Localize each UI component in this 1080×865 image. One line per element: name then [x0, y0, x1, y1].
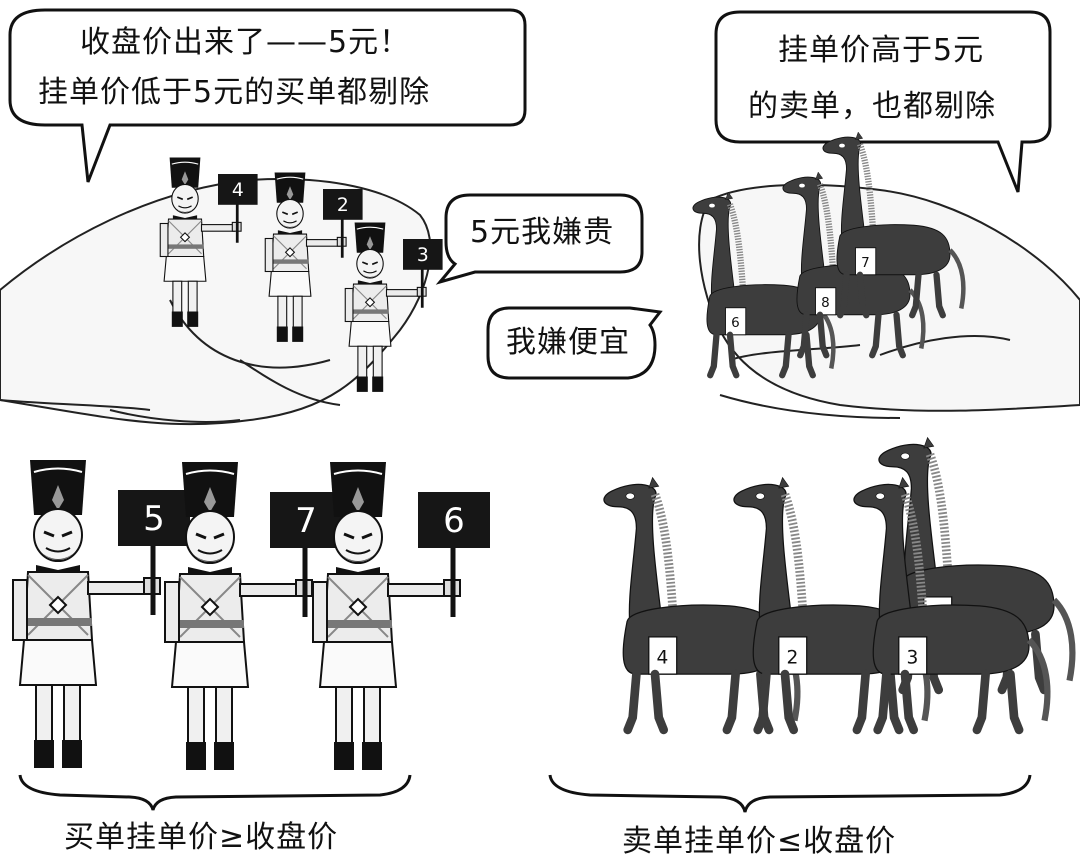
bubble-horse-speech: [486, 306, 663, 380]
bib-price-label: 6: [731, 315, 740, 331]
price-sign: [418, 492, 490, 548]
kept-buy-orders: 5 7 6: [12, 460, 490, 770]
removed-sell-orders: 6 8 7: [692, 131, 966, 379]
bubble-right-top-line1: 挂单价高于5元: [778, 33, 985, 68]
removed-soldier: 4: [159, 157, 258, 327]
bib: [778, 636, 808, 675]
price-sign: [270, 492, 342, 548]
soldier-speech-text: 5元我嫌贵: [470, 215, 615, 250]
sign-price-label: 6: [443, 501, 465, 541]
kept-sell-orders: 5423: [603, 436, 1076, 735]
sign-price-label: 3: [417, 245, 429, 266]
kept-horse: 3: [853, 476, 1051, 735]
bib: [855, 247, 877, 276]
bubble-left-top-line1: 收盘价出来了——5元！: [80, 25, 411, 60]
sign-price-label: 5: [143, 499, 165, 539]
kept-soldier: 5: [12, 460, 190, 768]
bib-price-label: 4: [657, 648, 669, 669]
removed-soldier: 3: [344, 222, 443, 392]
sign-price-label: 2: [337, 195, 349, 216]
price-sign: [118, 490, 190, 546]
bib: [898, 636, 928, 675]
sign-price-label: 7: [295, 501, 317, 541]
bubble-right-top-line2: 的卖单，也都剔除: [748, 89, 996, 124]
price-sign: [218, 174, 258, 205]
removed-horse: 8: [782, 171, 926, 359]
price-sign: [403, 239, 443, 270]
bubble-right-top: [714, 10, 1052, 193]
removed-horse: 7: [822, 131, 966, 319]
bib-price-label: 7: [861, 255, 870, 271]
brace-right: [548, 774, 1032, 813]
horse-speech-text: 我嫌便宜: [506, 325, 630, 360]
bubble-left-top: [8, 8, 527, 183]
caption-buy-rule: 买单挂单价≥收盘价: [64, 820, 339, 855]
bib: [648, 636, 678, 675]
kept-soldier: 6: [312, 462, 490, 770]
removed-soldier: 2: [264, 172, 363, 342]
kept-soldier: 7: [164, 462, 342, 770]
sign-price-label: 4: [232, 180, 244, 201]
kept-horse: 2: [733, 476, 931, 735]
bubble-soldier-speech: [435, 193, 644, 285]
bib-price-label: 2: [787, 648, 799, 669]
price-sign: [323, 189, 363, 220]
bib-price-label: 8: [821, 295, 830, 311]
bib: [725, 307, 747, 336]
removed-buy-orders: 4 2 3: [159, 157, 443, 392]
bib: [815, 287, 837, 316]
bubble-left-top-line2: 挂单价低于5元的买单都剔除: [38, 75, 431, 110]
removed-horse: 6: [692, 191, 836, 379]
brace-left: [18, 774, 412, 811]
bib-price-label: 3: [907, 648, 919, 669]
caption-sell-rule: 卖单挂单价≤收盘价: [622, 824, 897, 859]
